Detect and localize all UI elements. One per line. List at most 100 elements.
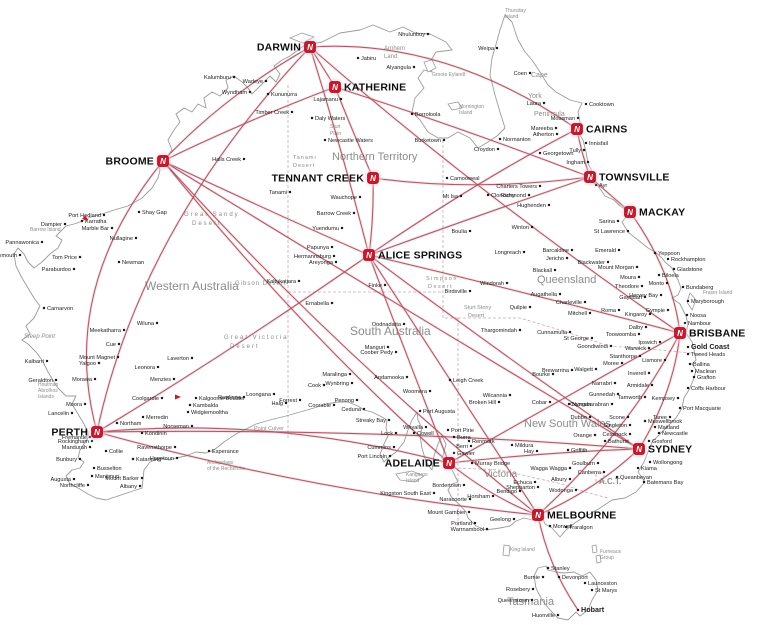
town-label: Kingaroy bbox=[625, 312, 647, 318]
town-label: Queanbeyan bbox=[620, 475, 652, 481]
geo-label-desert: Desert bbox=[192, 221, 222, 227]
town-ravensthorpe: Ravensthorpe bbox=[137, 445, 177, 451]
geo-label-group: Group bbox=[600, 555, 614, 561]
town-dot bbox=[512, 517, 516, 521]
town-label: Berri bbox=[456, 444, 468, 450]
town-dot bbox=[666, 257, 670, 261]
town-emerald: Emerald bbox=[595, 248, 621, 254]
town-goulburn: Goulburn bbox=[572, 461, 600, 467]
town-label: Gunnedah bbox=[589, 392, 615, 398]
hub-label: KATHERINE bbox=[344, 82, 406, 94]
town-label: Mareeba bbox=[531, 126, 554, 132]
town-croydon: Croydon bbox=[474, 147, 500, 153]
town-dot bbox=[190, 356, 194, 360]
town-label: Nhulunbuy bbox=[398, 32, 425, 38]
town-biloela: Biloela bbox=[657, 273, 680, 279]
town-label: Yalgoo bbox=[79, 361, 96, 367]
town-label: Stanley bbox=[551, 566, 570, 572]
town-dot bbox=[665, 281, 669, 285]
town-winton: Winton bbox=[512, 225, 534, 231]
town-label: Innisfail bbox=[589, 141, 608, 147]
route-alice-springs-adelaide bbox=[368, 254, 450, 464]
town-label: Kempsey bbox=[652, 396, 676, 402]
town-dot bbox=[690, 369, 694, 373]
town-dot bbox=[648, 312, 652, 316]
town-maralinga: Maralinga bbox=[322, 372, 352, 378]
airline-logo-letter: N bbox=[94, 428, 100, 437]
town-label: Barcaldine bbox=[543, 248, 569, 254]
town-laura: Laura bbox=[527, 101, 546, 107]
town-label: Yeppoon bbox=[658, 251, 680, 257]
town-wollongong: Wollongong bbox=[648, 460, 682, 466]
town-dot bbox=[156, 365, 160, 369]
coastline bbox=[13, 14, 697, 621]
town-albany: Albany bbox=[120, 484, 142, 490]
town-label: Charleville bbox=[556, 300, 582, 306]
town-maclean: Maclean bbox=[690, 369, 716, 375]
town-dot bbox=[78, 457, 82, 461]
town-dot bbox=[557, 575, 561, 579]
airline-logo-letter: N bbox=[366, 251, 372, 260]
town-label: Yuendumu bbox=[312, 226, 339, 232]
town-morwell: Morwell bbox=[548, 524, 572, 530]
town-berri: Berri bbox=[456, 444, 473, 450]
town-label: Gladstone bbox=[677, 267, 703, 273]
town-label: Widgiemooltha bbox=[191, 410, 229, 416]
town-sarina: Sarina bbox=[599, 219, 620, 225]
town-dot bbox=[467, 510, 471, 514]
town-alyangula: Alyangula bbox=[386, 65, 416, 71]
geo-label-tasmania: Tasmania bbox=[507, 596, 555, 608]
town-dot bbox=[582, 148, 586, 152]
town-dot bbox=[470, 461, 474, 465]
town-shepparton: Shepparton bbox=[506, 485, 540, 491]
town-label: Newcastle bbox=[662, 431, 688, 437]
town-label: Grafton bbox=[697, 375, 716, 381]
geo-label-thursday: Thursday bbox=[505, 8, 526, 14]
town-coen: Coen bbox=[514, 71, 532, 77]
town-label: Winton bbox=[512, 225, 529, 231]
town-burnie: Burnie bbox=[524, 575, 545, 581]
town-dot bbox=[643, 419, 647, 423]
town-label: Brewarrina bbox=[542, 368, 570, 374]
town-dot bbox=[459, 194, 463, 198]
town-label: Thargomindah bbox=[481, 328, 517, 334]
town-label: Dalby bbox=[629, 325, 644, 331]
town-label: Batemans Bay bbox=[647, 480, 684, 486]
town-label: Manguri bbox=[365, 345, 385, 351]
town-dot bbox=[496, 147, 500, 151]
town-label: Cunnamulla bbox=[537, 330, 568, 336]
geo-label-kangaroo: Kangaroo bbox=[406, 472, 428, 478]
qld-nsw-border bbox=[458, 317, 701, 355]
town-label: Windorah bbox=[480, 281, 504, 287]
route-arrows-layer bbox=[82, 215, 181, 400]
town-label: Hervey Bay bbox=[629, 293, 658, 299]
town-dot bbox=[72, 267, 76, 271]
town-naracoorte: Naracoorte bbox=[439, 497, 472, 503]
town-dot bbox=[72, 477, 76, 481]
town-norseman: Norseman bbox=[163, 424, 194, 430]
town-label: Kingston South East bbox=[380, 491, 431, 497]
town-dot bbox=[387, 418, 391, 422]
geo-label-fraser-island: Fraser Island bbox=[703, 290, 732, 296]
town-dot bbox=[207, 449, 211, 453]
airline-logo-letter: N bbox=[574, 125, 580, 134]
town-dot bbox=[637, 275, 641, 279]
town-label: Ceduna bbox=[341, 407, 361, 413]
town-carnarvon: Carnarvon bbox=[42, 306, 73, 312]
town-bathurst: Bathurst bbox=[603, 439, 629, 445]
town-blackwater: Blackwater bbox=[578, 260, 610, 266]
